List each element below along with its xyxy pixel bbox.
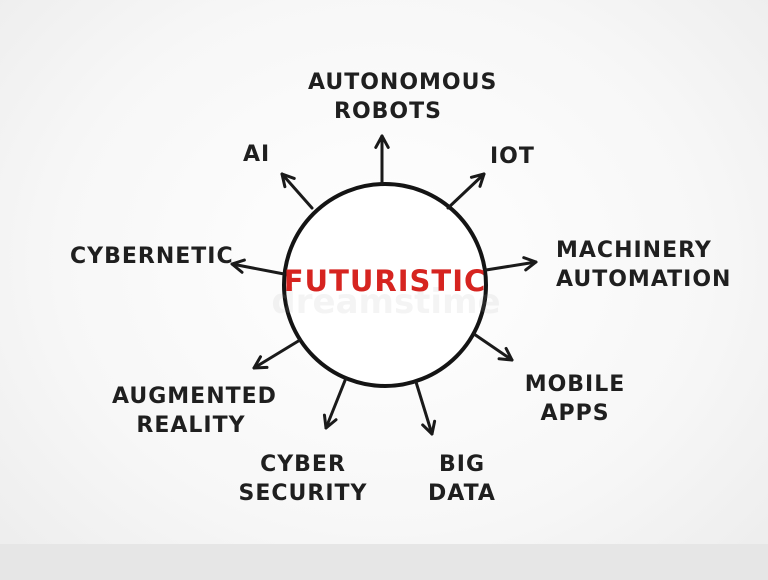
branch-label-big-data: BIG DATA: [424, 450, 500, 508]
branch-line: CYBERNETIC: [70, 244, 234, 269]
arrow-machinery-automation: [484, 256, 538, 272]
arrow-shaft: [252, 338, 302, 370]
branch-line: IOT: [490, 144, 535, 169]
arrow-shaft: [472, 332, 514, 362]
branch-line: AUGMENTED: [112, 384, 277, 409]
arrow-head: [421, 419, 437, 436]
arrow-autonomous-robots: [374, 134, 390, 186]
arrow-head: [230, 258, 246, 274]
arrow-shaft: [324, 376, 348, 430]
branch-line: MOBILE: [524, 372, 626, 397]
branch-line: CYBER: [260, 452, 346, 477]
center-title: FUTURISTIC: [283, 264, 487, 298]
arrow-head: [497, 346, 514, 362]
branch-line: MACHINERY: [556, 238, 712, 263]
arrow-mobile-apps: [472, 332, 514, 362]
branch-line: SECURITY: [238, 481, 368, 506]
branch-label-machinery-automation: MACHINERY AUTOMATION: [556, 236, 732, 294]
arrow-shaft: [446, 172, 486, 210]
branch-label-cybernetic: CYBERNETIC: [70, 242, 234, 271]
branch-label-cyber-security: CYBER SECURITY: [238, 450, 368, 508]
branch-line: AUTONOMOUS: [308, 70, 498, 95]
branch-line: REALITY: [136, 413, 246, 438]
branch-line: AUTOMATION: [556, 267, 732, 292]
arrow-augmented-reality: [252, 338, 302, 370]
arrow-big-data: [414, 380, 437, 436]
branch-line: APPS: [540, 401, 610, 426]
arrow-cybernetic: [230, 258, 286, 276]
branch-line: AI: [243, 142, 271, 167]
arrow-head: [374, 134, 390, 149]
arrow-head: [252, 355, 269, 370]
branch-line: ROBOTS: [334, 99, 442, 124]
branch-label-mobile-apps: MOBILE APPS: [524, 370, 626, 428]
center-circle: [282, 182, 488, 388]
branch-line: DATA: [428, 481, 496, 506]
branch-label-augmented-reality: AUGMENTED REALITY: [112, 382, 277, 440]
arrow-shaft: [280, 172, 314, 210]
branch-label-ai: AI: [243, 140, 270, 169]
branch-line: BIG: [438, 452, 485, 477]
watermark-text: dreamstime: [271, 282, 501, 322]
arrow-cyber-security: [322, 376, 348, 430]
arrow-shaft: [414, 380, 434, 436]
arrow-head: [469, 172, 486, 188]
arrow-shaft: [230, 262, 286, 276]
arrow-head: [322, 413, 338, 430]
footer-band: [0, 544, 768, 580]
arrow-head: [280, 172, 296, 189]
arrow-head: [522, 256, 538, 272]
arrows-group: [230, 134, 538, 436]
branch-label-iot: IOT: [490, 142, 535, 171]
arrow-ai: [280, 172, 314, 210]
arrow-shaft: [484, 260, 538, 272]
branch-label-autonomous-robots: AUTONOMOUS ROBOTS: [308, 68, 498, 126]
arrow-iot: [446, 172, 486, 210]
